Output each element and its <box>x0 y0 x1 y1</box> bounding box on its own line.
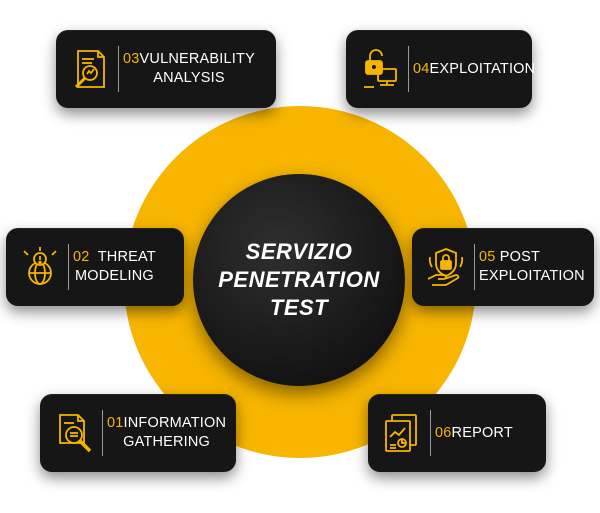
step-title-line-2: MODELING <box>74 268 154 284</box>
step-card-information-gathering: 01INFORMATION GATHERING <box>40 394 236 472</box>
center-hub: SERVIZIO PENETRATION TEST <box>193 174 405 386</box>
step-number: 02 <box>73 249 90 265</box>
step-number: 06 <box>435 424 452 441</box>
step-card-post-exploitation: 05 POST EXPLOITATION <box>412 228 594 306</box>
step-title-line-1: THREAT <box>97 249 156 265</box>
step-number: 03 <box>123 51 140 67</box>
step-title-line-2: ANALYSIS <box>153 70 225 86</box>
step-label: 02 THREAT MODELING <box>73 248 156 286</box>
step-title-line-1: POST <box>499 249 541 265</box>
step-label: 06REPORT <box>435 424 513 443</box>
step-label: 04EXPLOITATION <box>413 60 535 79</box>
step-card-exploitation: 04EXPLOITATION <box>346 30 535 108</box>
card-divider <box>474 244 475 290</box>
center-title-line-2: PENETRATION <box>218 267 380 292</box>
chart-report-icon <box>376 407 428 459</box>
step-label: 05 POST EXPLOITATION <box>479 248 585 286</box>
shield-hand-icon <box>420 241 472 293</box>
center-title-line-3: TEST <box>269 295 329 320</box>
unlocked-computer-icon <box>354 43 406 95</box>
step-number: 04 <box>413 60 430 77</box>
card-divider <box>118 46 119 92</box>
document-search-icon <box>48 407 100 459</box>
center-title-line-1: SERVIZIO <box>245 239 353 264</box>
step-card-report: 06REPORT <box>368 394 546 472</box>
step-label: 03VULNERABILITY ANALYSIS <box>123 50 255 88</box>
step-number: 05 <box>479 249 496 265</box>
step-title-line-1: EXPLOITATION <box>429 60 536 77</box>
step-card-vulnerability-analysis: 03VULNERABILITY ANALYSIS <box>56 30 276 108</box>
card-divider <box>408 46 409 92</box>
step-card-threat-modeling: 02 THREAT MODELING <box>6 228 184 306</box>
card-divider <box>102 410 103 456</box>
global-warning-icon <box>14 241 66 293</box>
card-divider <box>68 244 69 290</box>
step-title-line-1: REPORT <box>451 424 513 441</box>
step-label: 01INFORMATION GATHERING <box>107 414 226 452</box>
card-divider <box>430 410 431 456</box>
step-title-line-2: GATHERING <box>123 434 211 450</box>
step-number: 01 <box>107 415 124 431</box>
magnifier-report-icon <box>64 43 116 95</box>
step-title-line-1: INFORMATION <box>123 415 227 431</box>
step-title-line-2: EXPLOITATION <box>479 268 585 284</box>
step-title-line-1: VULNERABILITY <box>139 51 255 67</box>
